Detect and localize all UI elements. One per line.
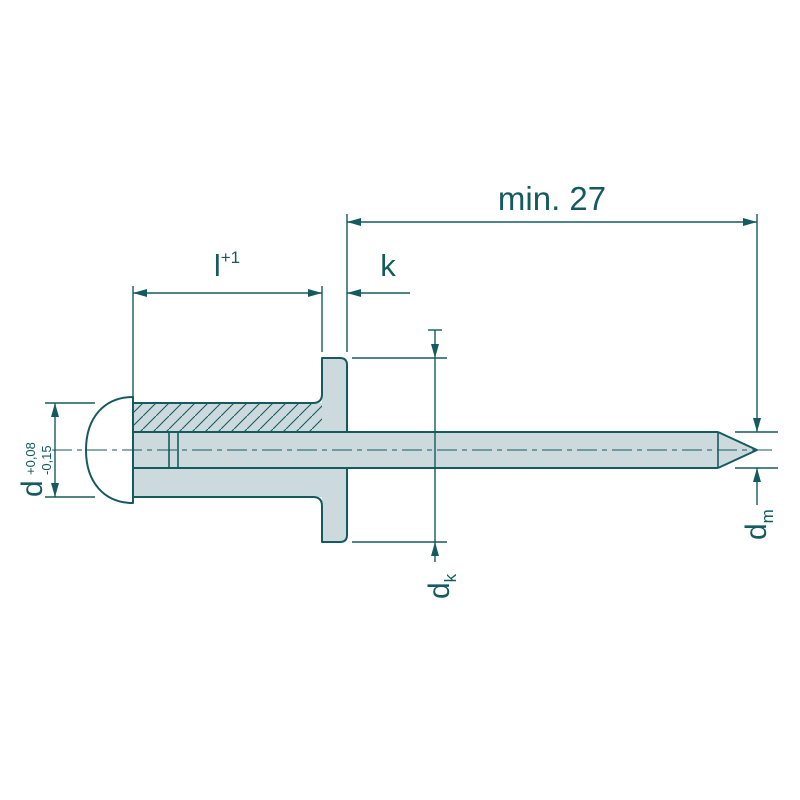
- arrowhead-right: [308, 289, 322, 297]
- arrowhead-left: [133, 289, 147, 297]
- body-length-tolerance: +1: [221, 248, 240, 267]
- dim-head-height: k: [347, 248, 410, 297]
- body-diameter-symbol: d: [16, 480, 49, 497]
- label-d: d +0,08-0,15: [16, 442, 54, 497]
- arrowhead-down: [431, 344, 439, 358]
- label-k: k: [380, 248, 396, 283]
- arrowhead-up: [51, 403, 59, 417]
- section-hatch: [133, 403, 322, 432]
- dim-body-length: l+1: [132, 248, 323, 399]
- dim-body-diameter: d +0,08-0,15: [16, 402, 95, 498]
- head-diameter-symbol: d: [423, 582, 456, 599]
- mandrel-dome-head: [85, 396, 134, 504]
- dim-mandrel-diameter: dm: [735, 418, 778, 540]
- dim-mandrel-length: min. 27: [346, 180, 758, 432]
- lower-outline: [133, 468, 348, 543]
- arrowhead-left: [347, 289, 361, 297]
- arrowhead-up: [431, 542, 439, 556]
- dim-head-diameter: dk: [352, 329, 460, 599]
- arrowhead-up: [753, 468, 761, 482]
- body-diameter-upper-tolerance: +0,08: [23, 442, 38, 475]
- arrowhead-down: [51, 483, 59, 497]
- label-dk: dk: [423, 573, 460, 599]
- arrowhead-right: [743, 218, 757, 226]
- upper-outline: [133, 357, 348, 432]
- mandrel-diameter-symbol: d: [740, 523, 773, 540]
- body-length-symbol: l: [214, 248, 221, 283]
- arrowhead-down: [753, 418, 761, 432]
- mandrel-diameter-subscript: m: [758, 509, 777, 523]
- label-min-27: min. 27: [498, 180, 606, 217]
- label-dm: dm: [740, 509, 777, 540]
- label-l: l+1: [214, 248, 240, 283]
- head-diameter-subscript: k: [441, 573, 460, 582]
- arrowhead-left: [347, 218, 361, 226]
- rivet-part: [52, 357, 775, 543]
- body-diameter-lower-tolerance: -0,15: [39, 445, 54, 475]
